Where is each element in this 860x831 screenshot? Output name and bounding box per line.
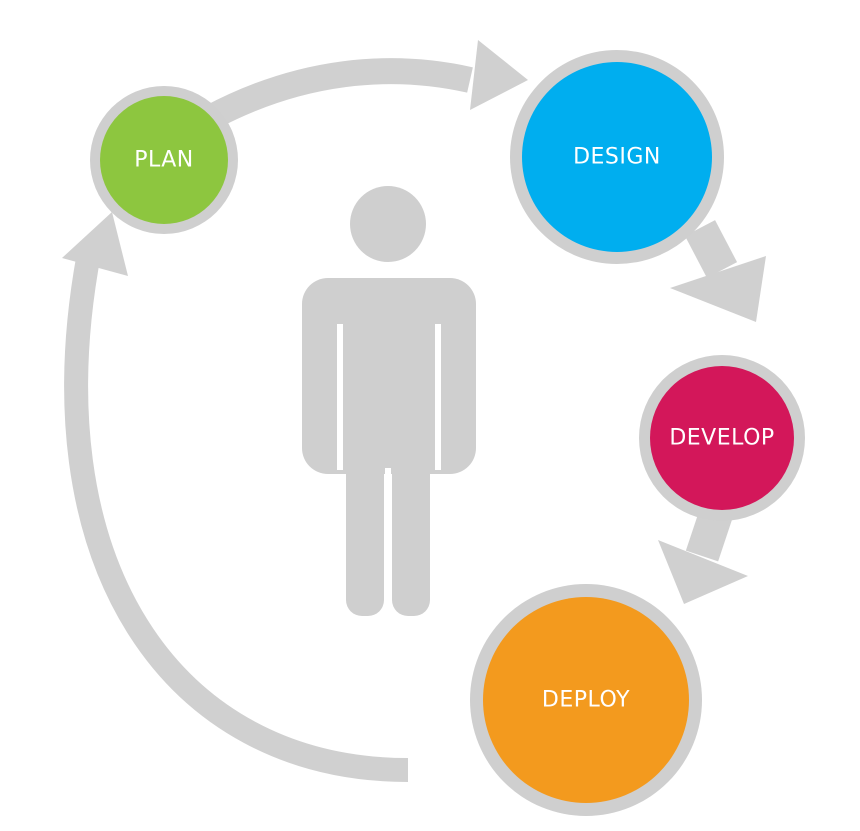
stage-design-label: DESIGN — [573, 145, 661, 170]
return-arrow-head — [62, 212, 128, 276]
stage-develop-label: DEVELOP — [669, 426, 774, 451]
stage-deploy-label: DEPLOY — [542, 688, 630, 713]
arrow-plan-to-design-head — [470, 40, 528, 110]
person-arm-gaps — [337, 324, 441, 618]
stage-deploy: DEPLOY — [470, 584, 702, 816]
stage-develop-fill — [650, 366, 794, 510]
return-arrow — [64, 245, 409, 782]
stage-develop: DEVELOP — [639, 355, 805, 521]
stage-design: DESIGN — [510, 50, 724, 264]
stage-deploy-fill — [483, 597, 689, 803]
arrow-design-to-develop-head — [670, 256, 766, 322]
arrow-design-to-develop — [684, 220, 738, 278]
stage-plan: PLAN — [90, 86, 238, 234]
arrow-develop-to-deploy-head — [658, 540, 748, 604]
stage-plan-label: PLAN — [134, 148, 194, 173]
person-icon — [302, 186, 476, 616]
arrow-plan-to-design — [203, 58, 473, 130]
stage-design-fill — [522, 62, 712, 252]
stage-plan-fill — [100, 96, 228, 224]
